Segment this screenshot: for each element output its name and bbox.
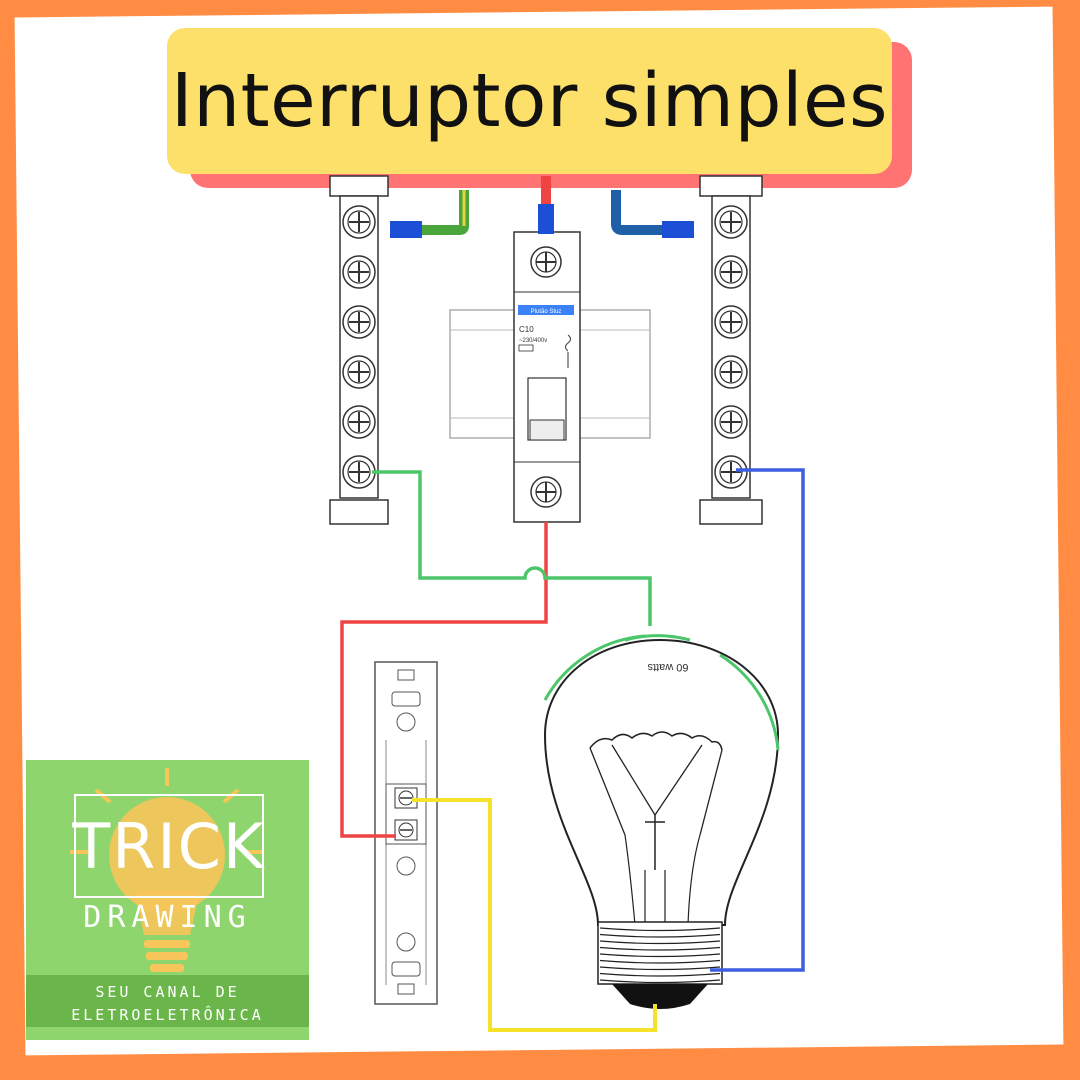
ground-terminal-bar [329,175,389,525]
logo-tagline-2: ELETROELETRÔNICA [71,1006,264,1024]
light-switch [374,661,438,1005]
neutral-wire [710,468,805,972]
logo-word-drawing: DRAWING [83,900,252,935]
switch-terminal-bottom [394,819,418,841]
switch-terminal-top [394,787,418,809]
title-banner: Interruptor simples [167,28,892,174]
supply-phase-cable [538,176,554,234]
lamp-marking: 60 watts [647,661,688,673]
lightbulb-icon [70,768,264,972]
return-wire [412,798,657,1032]
supply-ground-cable [390,190,469,238]
lamp-base-threads [599,927,721,984]
channel-logo: TRICK DRAWING SEU CANAL DE ELETROELETRÔN… [26,760,309,1040]
logo-word-trick: TRICK [72,809,266,883]
circuit-breaker: Plutão Stuz C10 ~230/400v [449,231,651,523]
logo-box: TRICK [72,794,266,898]
light-bulb: 60 watts [543,634,780,1009]
page-title: Interruptor simples [170,58,889,144]
breaker-top-screw [530,246,562,278]
breaker-bottom-screw [530,476,562,508]
ground-wire [372,470,652,626]
ground-terminal-screws [342,205,376,489]
neutral-terminal-screws [714,205,748,489]
logo-tagline-band [26,975,309,1027]
supply-neutral-cable [611,190,694,238]
breaker-rating: C10 [519,325,534,334]
breaker-voltage: ~230/400v [519,338,547,344]
neutral-terminal-bar [699,175,763,525]
phase-wire [340,522,548,838]
breaker-brand: Plutão Stuz [531,309,562,315]
logo-tagline-1: SEU CANAL DE [95,983,240,1001]
